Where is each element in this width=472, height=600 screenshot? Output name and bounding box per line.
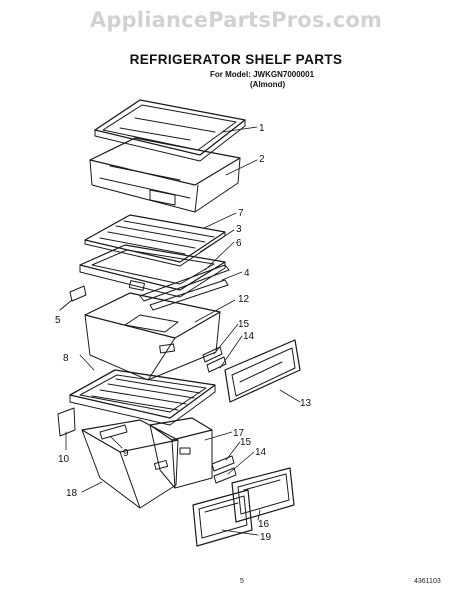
callout-7: 7: [238, 208, 244, 219]
callout-3: 3: [236, 224, 242, 235]
callout-4: 4: [244, 268, 250, 279]
part-7-shelf-panel: [84, 214, 226, 267]
part-15-clip-upper: [202, 346, 223, 363]
callout-17: 17: [233, 428, 245, 439]
part-8-lower-shelf: [69, 369, 216, 426]
part-3-shelf-frame: [79, 244, 226, 298]
part-6-rail: [139, 264, 230, 302]
part-14-clip-upper: [206, 356, 227, 373]
part-17-right-bin: [149, 417, 213, 489]
callout-5: 5: [55, 315, 61, 326]
part-16-bin-front: [231, 467, 295, 523]
part-13-drawer-front: [224, 339, 301, 403]
callout-19: 19: [260, 532, 272, 543]
leader-lines: [65, 126, 301, 536]
watermark: AppliancePartsPros.com: [89, 8, 383, 32]
callout-14-upper: 14: [243, 331, 255, 342]
part-18-left-bin: [81, 419, 179, 509]
callout-18: 18: [66, 488, 78, 499]
part-9-clip: [99, 424, 128, 440]
callout-12: 12: [238, 294, 250, 305]
part-5-clip: [59, 285, 87, 311]
part-10-bracket: [57, 407, 76, 437]
callout-14-lower: 14: [255, 447, 267, 458]
callout-10: 10: [58, 454, 70, 465]
model-subtitle: For Model: JWKGN7000001 (Almond): [210, 70, 314, 90]
callout-13: 13: [300, 398, 312, 409]
part-4-rail: [149, 279, 229, 311]
part-19-bin-front: [192, 489, 253, 547]
callout-2: 2: [259, 154, 265, 165]
callout-15-upper: 15: [238, 319, 250, 330]
part-2-tray: [89, 137, 241, 213]
model-line: For Model: JWKGN7000001: [210, 70, 315, 79]
callout-16: 16: [258, 519, 270, 530]
callout-6: 6: [236, 238, 242, 249]
document-code: 4361103: [414, 578, 441, 585]
callout-8: 8: [63, 353, 69, 364]
color-line: (Almond): [250, 80, 286, 89]
part-12-crisper-drawer: [84, 292, 221, 381]
page-number: 5: [240, 578, 244, 585]
callout-15-lower: 15: [240, 437, 252, 448]
part-14-clip-lower: [213, 467, 237, 484]
page-title: REFRIGERATOR SHELF PARTS: [129, 52, 343, 67]
part-15-clip-lower: [211, 455, 235, 472]
callout-1: 1: [259, 123, 265, 134]
callout-9: 9: [123, 448, 129, 459]
part-1-glass-shelf: [94, 99, 246, 162]
